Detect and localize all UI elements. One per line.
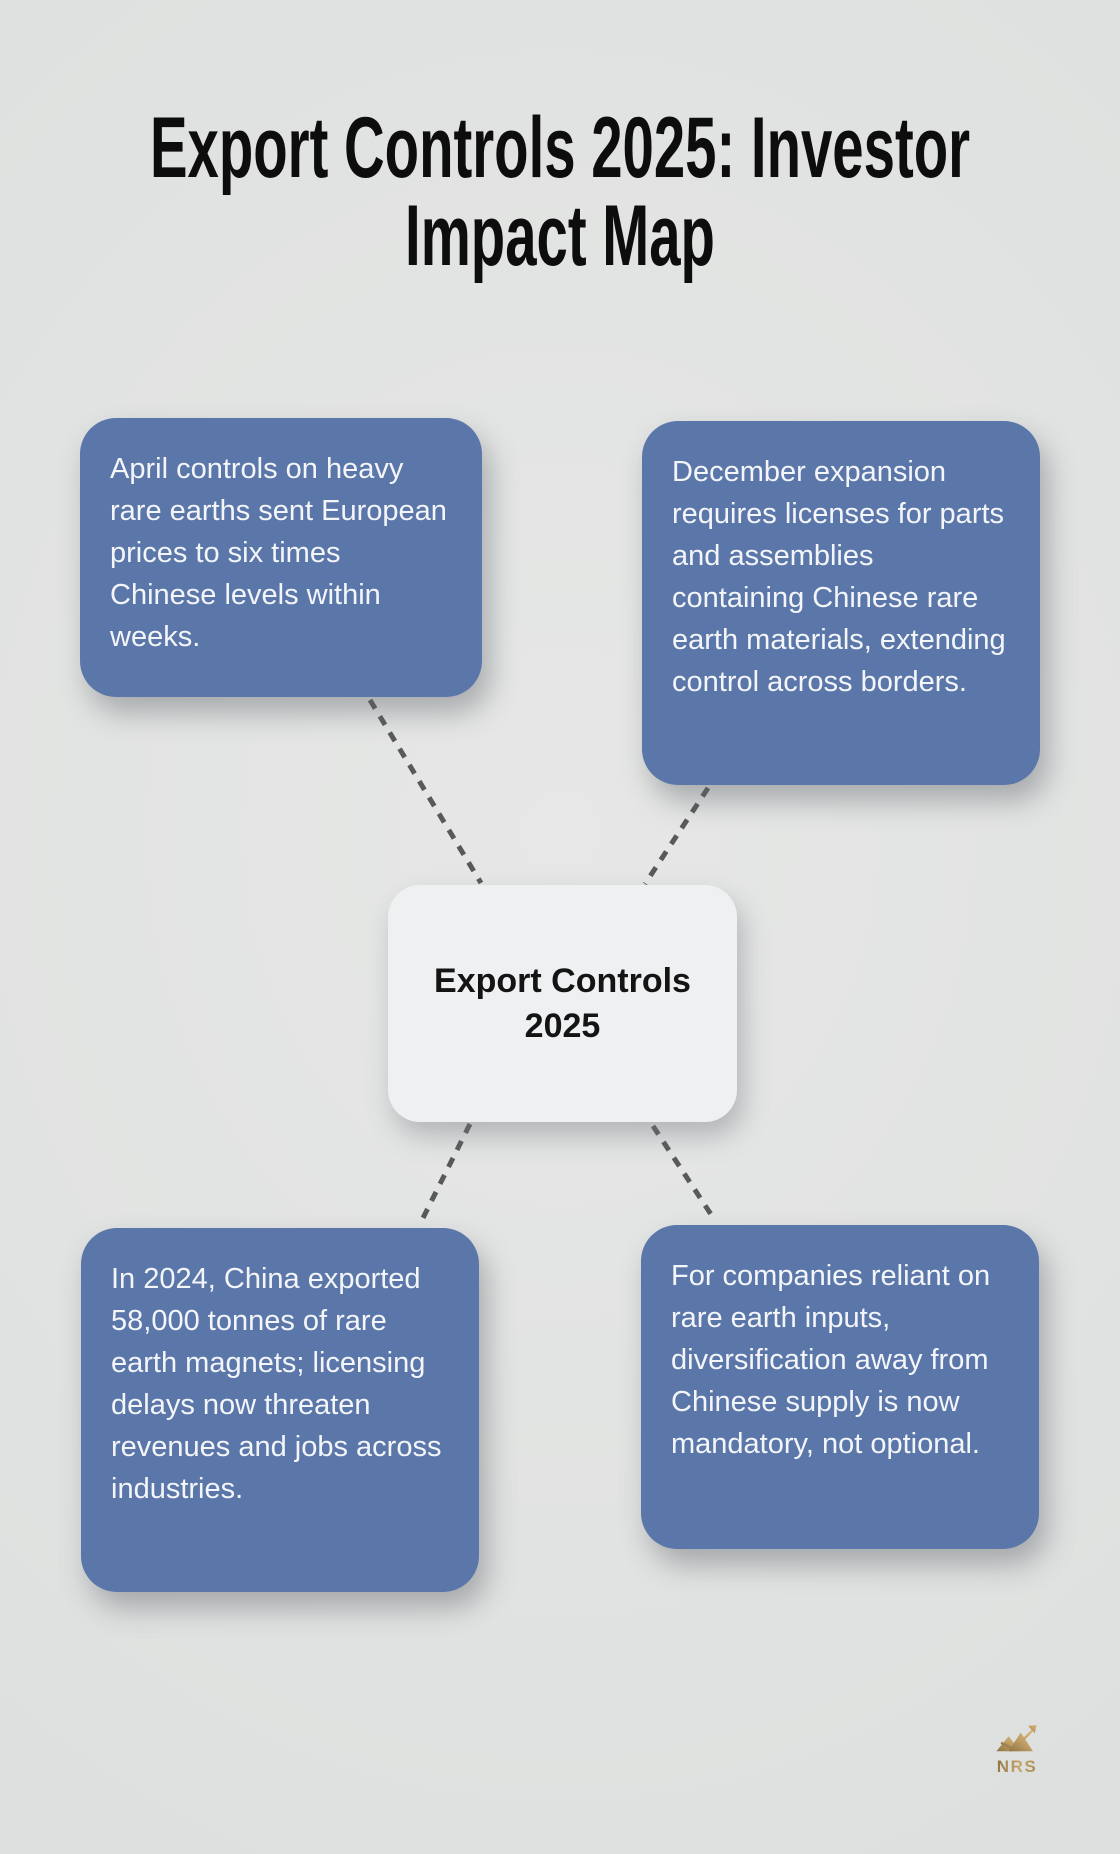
node-top-right: December expansion requires licenses for… — [642, 421, 1040, 785]
connector-bottom-right — [650, 1124, 717, 1221]
brand-logo: NRS — [992, 1724, 1042, 1777]
logo-text: NRS — [992, 1757, 1042, 1777]
node-bottom-left-text: In 2024, China exported 58,000 tonnes of… — [111, 1263, 442, 1505]
mountain-arrow-icon — [996, 1724, 1037, 1752]
connector-bottom-left — [417, 1122, 473, 1226]
center-node: Export Controls 2025 — [388, 885, 737, 1122]
node-bottom-right: For companies reliant on rare earth inpu… — [641, 1225, 1039, 1549]
node-top-right-text: December expansion requires licenses for… — [672, 456, 1006, 698]
node-top-left: April controls on heavy rare earths sent… — [80, 418, 482, 697]
node-bottom-right-text: For companies reliant on rare earth inpu… — [671, 1260, 991, 1460]
page-title-line-2: Impact Map — [405, 188, 715, 284]
node-top-left-text: April controls on heavy rare earths sent… — [110, 453, 447, 653]
connector-top-left — [367, 698, 484, 885]
node-bottom-left: In 2024, China exported 58,000 tonnes of… — [81, 1228, 479, 1592]
center-node-label: Export Controls 2025 — [434, 961, 691, 1045]
page-title: Export Controls 2025: Investor Impact Ma… — [3, 104, 1117, 280]
page-title-line-1: Export Controls 2025: Investor — [149, 100, 971, 196]
connector-top-right — [642, 786, 711, 886]
